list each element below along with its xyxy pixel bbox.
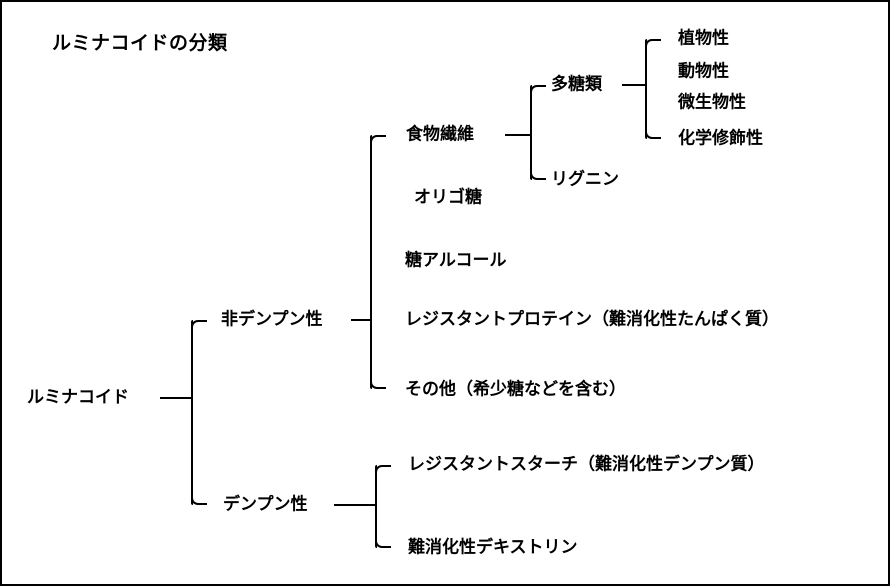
connector-polysaccharide [622,84,647,86]
bracket-polysaccharide [645,39,661,139]
node-resistant-protein: レジスタントプロテイン（難消化性たんぱく質） [405,309,779,330]
node-polysaccharide: 多糖類 [551,74,602,95]
node-animal-origin: 動物性 [678,61,729,82]
node-non-starch: 非デンプン性 [221,309,323,330]
node-resistant-starch: レジスタントスターチ（難消化性デンプン質） [408,454,765,475]
bracket-dietary-fiber [530,85,546,180]
node-lignin: リグニン [551,169,619,190]
node-microbial-origin: 微生物性 [678,92,746,113]
bracket-root [191,320,207,505]
page-title: ルミナコイドの分類 [52,32,228,54]
node-plant-origin: 植物性 [678,28,729,49]
connector-dietary-fiber [505,134,532,136]
node-oligosaccharide: オリゴ糖 [414,187,482,208]
node-other-non-starch: その他（希少糖などを含む） [405,379,626,400]
bracket-non-starch [370,135,386,389]
node-root: ルミナコイド [27,387,129,408]
connector-starch [334,504,376,506]
bracket-starch [375,465,391,548]
node-sugar-alcohol: 糖アルコール [405,250,507,271]
node-dietary-fiber: 食物繊維 [406,124,474,145]
node-indigestible-dextrin: 難消化性デキストリン [408,537,578,558]
connector-root-to-level2 [160,397,192,399]
node-chemically-modified: 化学修飾性 [678,128,763,149]
node-starch: デンプン性 [223,494,308,515]
connector-non-starch [351,319,372,321]
